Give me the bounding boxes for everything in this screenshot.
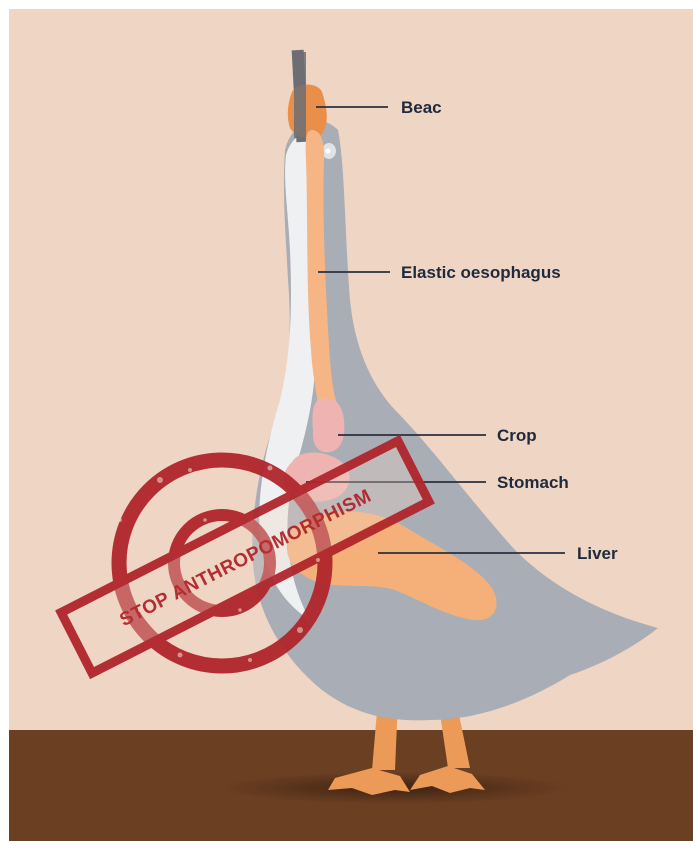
label-oesophagus: Elastic oesophagus [401, 263, 561, 282]
label-crop: Crop [497, 426, 537, 445]
crop [313, 398, 345, 452]
goose-eye [325, 148, 330, 153]
goose-beak [288, 85, 327, 139]
label-beak: Beac [401, 98, 442, 117]
label-stomach: Stomach [497, 473, 569, 492]
label-liver: Liver [577, 544, 618, 563]
gavage-tube-in-beak [294, 52, 306, 138]
